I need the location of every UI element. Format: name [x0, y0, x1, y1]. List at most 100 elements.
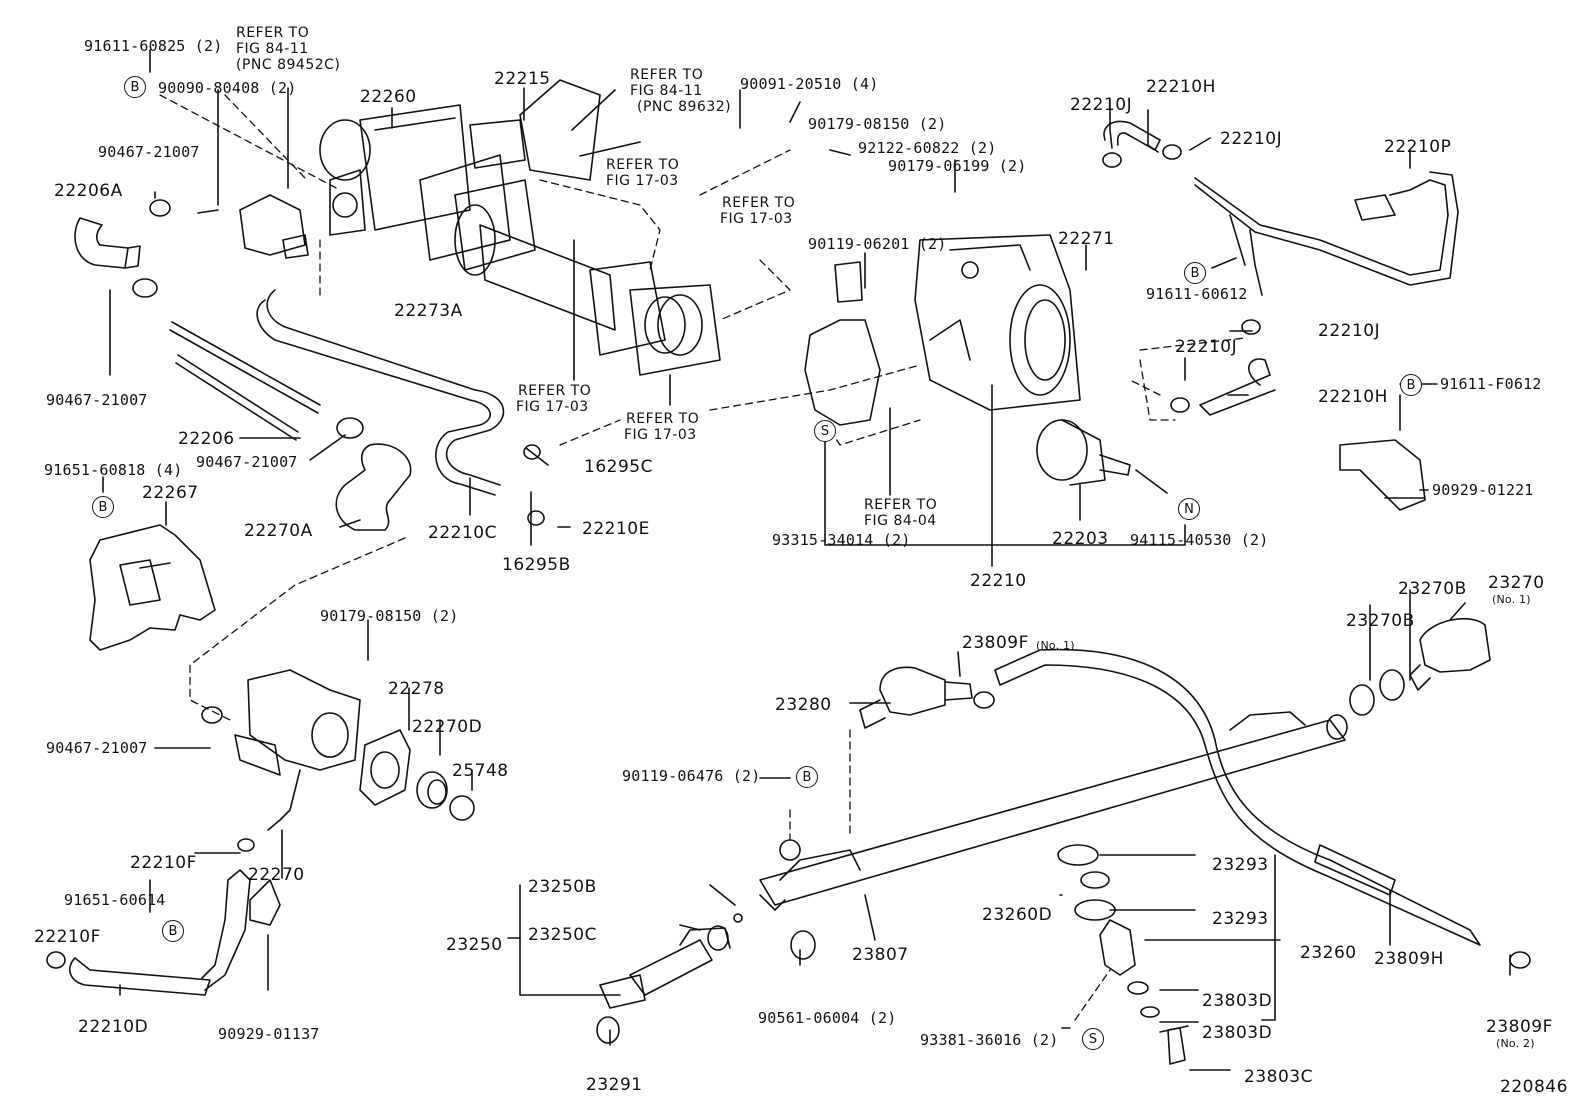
clamps — [46, 144, 1531, 969]
part-label: 91611-F0612 — [1440, 375, 1542, 393]
part-label: 22273A — [394, 301, 463, 321]
pipe-22206 — [169, 289, 505, 496]
reference-note: FIG 17-03 — [606, 173, 679, 189]
part-label: 90467-21007 — [196, 453, 298, 471]
badge-b: B — [796, 766, 818, 788]
part-label: 23260 — [1300, 943, 1357, 963]
damper-23270 — [1349, 617, 1491, 716]
part-label: 23803D — [1202, 991, 1273, 1011]
part-label: 22210C — [428, 523, 497, 543]
hose-23809H — [994, 648, 1481, 946]
part-label: 22215 — [494, 69, 551, 89]
badge-s: S — [1082, 1028, 1104, 1050]
part-label: 23803D — [1202, 1023, 1273, 1043]
part-label: 22278 — [388, 679, 445, 699]
part-label: 23250C — [528, 925, 597, 945]
part-label: 22270A — [244, 521, 313, 541]
bracket-90929-01221 — [1339, 439, 1426, 511]
hoses-upper-right — [1103, 120, 1459, 416]
reference-note: REFER TO — [630, 67, 704, 83]
part-label: 22267 — [142, 483, 199, 503]
badge-b: B — [1184, 262, 1206, 284]
part-label: 25748 — [452, 761, 509, 781]
part-label: 91651-60614 — [64, 891, 166, 909]
part-label: 90090-80408 (2) — [158, 79, 297, 97]
part-label: 23807 — [852, 945, 909, 965]
part-label: 90929-01137 — [218, 1025, 320, 1043]
part-label: 92122-60822 (2) — [858, 139, 997, 157]
part-label: 23270B — [1346, 611, 1415, 631]
reference-note: REFER TO — [722, 195, 796, 211]
part-label: 22271 — [1058, 229, 1115, 249]
badge-n: N — [1178, 498, 1200, 520]
reference-note: FIG 84-11 — [236, 41, 309, 57]
reference-note: FIG 17-03 — [516, 399, 589, 415]
part-label: 23270B — [1398, 579, 1467, 599]
part-label: 22260 — [360, 87, 417, 107]
reference-note: REFER TO — [864, 497, 938, 513]
part-label: 90119-06476 (2) — [622, 767, 761, 785]
part-label: 23270 — [1488, 573, 1545, 593]
injector-23250 — [596, 913, 743, 1044]
part-label: 23293 — [1212, 855, 1269, 875]
part-label: 22210J — [1070, 95, 1133, 115]
part-label: 16295B — [502, 555, 571, 575]
part-label: 22210F — [130, 853, 197, 873]
badge-b: B — [1400, 374, 1422, 396]
badge-s: S — [814, 420, 836, 442]
part-label: (No. 1) — [1036, 639, 1075, 652]
part-label: 90467-21007 — [46, 391, 148, 409]
leader-lines — [102, 49, 1511, 1071]
reference-note: REFER TO — [606, 157, 680, 173]
regulator-23280 — [859, 666, 973, 729]
part-label: 23803C — [1244, 1067, 1313, 1087]
body-22260 — [319, 79, 601, 261]
part-label: 90179-06199 (2) — [888, 157, 1027, 175]
part-label: 22210P — [1384, 137, 1452, 157]
part-label: 90467-21007 — [98, 143, 200, 161]
part-label: 22210H — [1146, 77, 1216, 97]
part-label: 22210J — [1220, 129, 1283, 149]
reference-note: REFER TO — [518, 383, 592, 399]
dashed-guides — [159, 94, 1246, 1021]
part-label: 23809F — [1486, 1017, 1553, 1037]
air-valve-22270 — [234, 669, 361, 831]
part-label: 23809H — [1374, 949, 1444, 969]
part-label: 22210J — [1175, 337, 1238, 357]
part-label: 90561-06004 (2) — [758, 1009, 897, 1027]
diagram-id: 220846 — [1500, 1077, 1568, 1097]
part-label: 22210D — [78, 1017, 149, 1037]
part-label: 22270 — [248, 865, 305, 885]
part-label: 94115-40530 (2) — [1130, 531, 1269, 549]
part-label: 93315-34014 (2) — [772, 531, 911, 549]
part-label: 22203 — [1052, 529, 1109, 549]
hose-22210D — [69, 957, 211, 996]
part-label: 90091-20510 (4) — [740, 75, 879, 93]
injector-23260 — [1057, 844, 1189, 1065]
reference-note: FIG 17-03 — [720, 211, 793, 227]
gasket-22278 — [359, 729, 411, 806]
part-label: 22210 — [970, 571, 1027, 591]
part-label: 91651-60818 (4) — [44, 461, 183, 479]
throttle-body-22210 — [914, 234, 1081, 411]
part-label: 22210H — [1318, 387, 1388, 407]
part-label: 22210E — [582, 519, 650, 539]
badge-b: B — [162, 920, 184, 942]
reference-note: (PNC 89632) — [637, 99, 732, 115]
valve-22203 — [1036, 419, 1131, 486]
part-label: 22206 — [178, 429, 235, 449]
part-label: 16295C — [584, 457, 653, 477]
part-label: 22270D — [412, 717, 483, 737]
part-label: (No. 2) — [1496, 1037, 1535, 1050]
reference-note: REFER TO — [236, 25, 310, 41]
part-label: 90119-06201 (2) — [808, 235, 947, 253]
part-label: 22210J — [1318, 321, 1381, 341]
part-label: 23250B — [528, 877, 597, 897]
badge-b: B — [124, 76, 146, 98]
fuel-rail-23807 — [759, 711, 1348, 960]
part-label: 23280 — [775, 695, 832, 715]
part-label: 90929-01221 — [1432, 481, 1534, 499]
reference-note: FIG 17-03 — [624, 427, 697, 443]
